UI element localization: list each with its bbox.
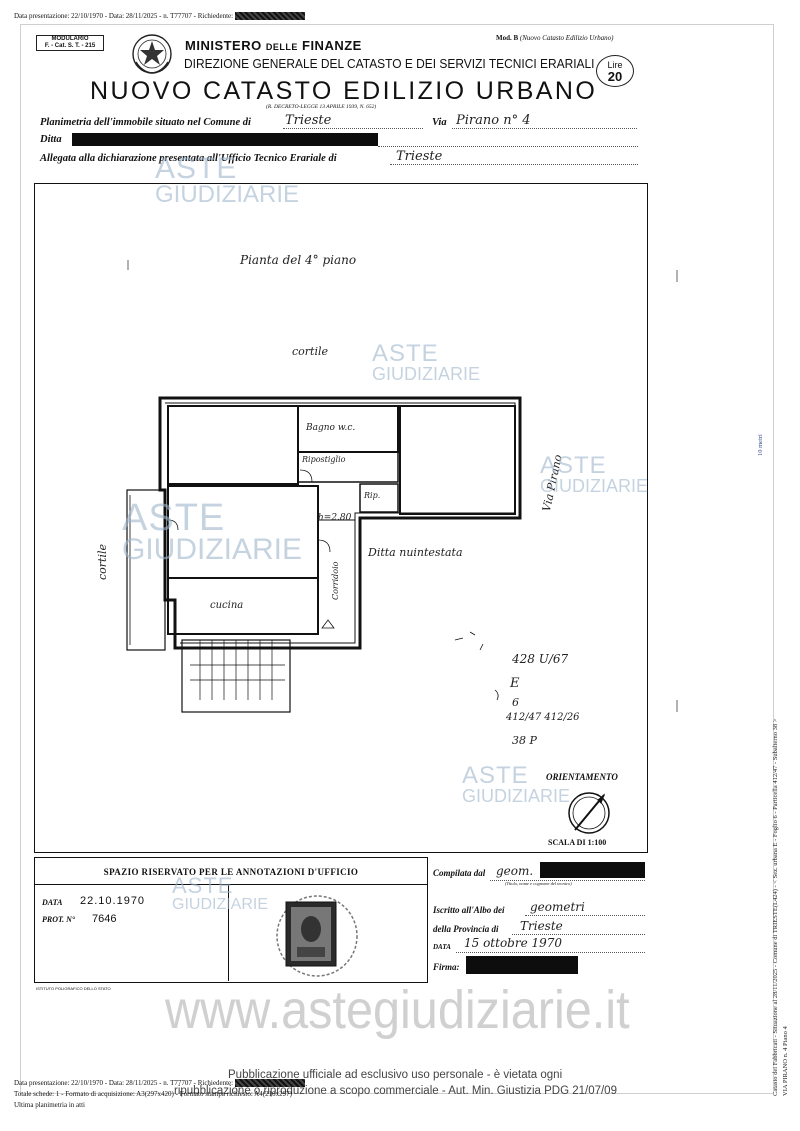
signature-label: Firma: (433, 962, 460, 972)
ref-label-2: E (510, 676, 520, 691)
compiled-label: Compilata dal (433, 868, 486, 878)
office-date-value: 22.10.1970 (80, 895, 146, 907)
office-header: SPAZIO RISERVATO PER LE ANNOTAZIONI D'UF… (35, 858, 427, 885)
province-field-line (512, 934, 645, 935)
via-label: Via (432, 117, 447, 128)
via-field-line (452, 128, 637, 129)
ref-label-1: 428 U/67 (512, 652, 569, 666)
albo-field-line (525, 915, 645, 916)
date2-value: 15 ottobre 1970 (464, 936, 563, 950)
direction-title: DIREZIONE GENERALE DEL CATASTO E DEI SER… (184, 56, 595, 71)
owner-label: Ditta nuintestata (368, 546, 463, 559)
footer-notice-1: Pubblicazione ufficiale ad esclusivo uso… (228, 1069, 563, 1081)
date2-label: DATA (433, 943, 451, 951)
ref-label-5: 38 P (512, 734, 537, 747)
compiled-value: geom. (496, 864, 534, 878)
footer-meta-2: Totale schede: 1 - Formato di acquisizio… (14, 1090, 292, 1098)
republic-emblem-icon (132, 34, 172, 74)
side-text-line1: Catasto dei Fabbricati - Situazione al 2… (772, 718, 779, 1096)
plan-location-label: Planimetria dell'immobile situato nel Co… (40, 117, 251, 128)
ditta-redaction (72, 133, 378, 146)
price-stamp: Lire 20 (596, 55, 634, 87)
corridor-label: Corridoio (331, 561, 340, 600)
print-credit: ISTITUTO POLIGRAFICO DELLO STATO (36, 986, 111, 991)
footer-notice-2: ripubblicazione o riproduzione a scopo c… (174, 1085, 617, 1097)
footer-redaction (234, 1079, 305, 1088)
office-date-label: DATA (42, 898, 63, 907)
albo-label: Iscritto all'Albo dei (433, 905, 505, 915)
courtyard-top-label: cortile (292, 345, 329, 358)
page-frame (20, 24, 774, 1094)
redaction (234, 12, 305, 21)
footer-meta-3: Ultima planimetria in atti (14, 1101, 85, 1109)
kitchen-label: cucina (210, 600, 244, 611)
office-prot-label: PROT. N° (42, 915, 76, 924)
mod-b-label: Mod. B (Nuovo Catasto Edilizio Urbano) (496, 34, 614, 42)
footer-meta-1: Data presentazione: 22/10/1970 - Data: 2… (14, 1079, 305, 1088)
revenue-stamp-icon (276, 895, 358, 977)
height-label: h=2.80 (318, 513, 352, 523)
courtyard-left-label: cortile (96, 543, 109, 580)
attached-value: Trieste (396, 149, 443, 164)
office-divider (228, 885, 229, 981)
floor-title: Pianta del 4° piano (240, 253, 357, 267)
ditta-label: Ditta (40, 134, 62, 145)
main-title: NUOVO CATASTO EDILIZIO URBANO (90, 77, 598, 105)
comune-field-line (283, 128, 423, 129)
modulario-box: MODULARIO F. - Cat. S. T. - 215 (36, 35, 104, 51)
bathroom-label: Bagno w.c. (306, 423, 356, 433)
side-text-line2: VIA PIRANO n. 4 Piano 4 (782, 1026, 789, 1096)
attached-label: Allegata alla dichiarazione presentata a… (40, 153, 337, 164)
office-annotation-box: SPAZIO RISERVATO PER LE ANNOTAZIONI D'UF… (34, 857, 428, 983)
comune-value: Trieste (285, 113, 332, 128)
ref-label-4: 412/47 412/26 (506, 712, 580, 723)
scale-label: SCALA DI 1:100 (548, 838, 607, 847)
date2-field-line (456, 952, 645, 953)
ministry-title: MINISTERO DELLE FINANZE (185, 38, 362, 53)
albo-value: geometri (530, 900, 585, 914)
via-value: Pirano n° 4 (456, 113, 531, 128)
top-meta: Data presentazione: 22/10/1970 - Data: 2… (14, 12, 305, 21)
attached-field-line (390, 164, 638, 165)
compiled-sub: (Titolo, nome e cognome del tecnico) (505, 881, 572, 886)
closet-label: Rip. (364, 491, 381, 500)
province-value: Trieste (520, 919, 563, 933)
signature-redaction (466, 956, 578, 974)
decree-note: (R. DECRETO-LEGGE 13 APRILE 1939, N. 652… (266, 104, 377, 110)
ditta-field-line (378, 146, 638, 147)
compiled-field-line (490, 880, 645, 881)
office-prot-value: 7646 (92, 913, 117, 925)
orientation-label: ORIENTAMENTO (546, 772, 618, 782)
ref-label-3: 6 (512, 696, 519, 709)
compiled-redaction (540, 862, 645, 878)
plan-frame (34, 183, 648, 853)
side-scale-mark: 10 metri (757, 434, 764, 456)
province-label: della Provincia di (433, 924, 499, 934)
storage-label: Ripostiglio (302, 455, 346, 464)
